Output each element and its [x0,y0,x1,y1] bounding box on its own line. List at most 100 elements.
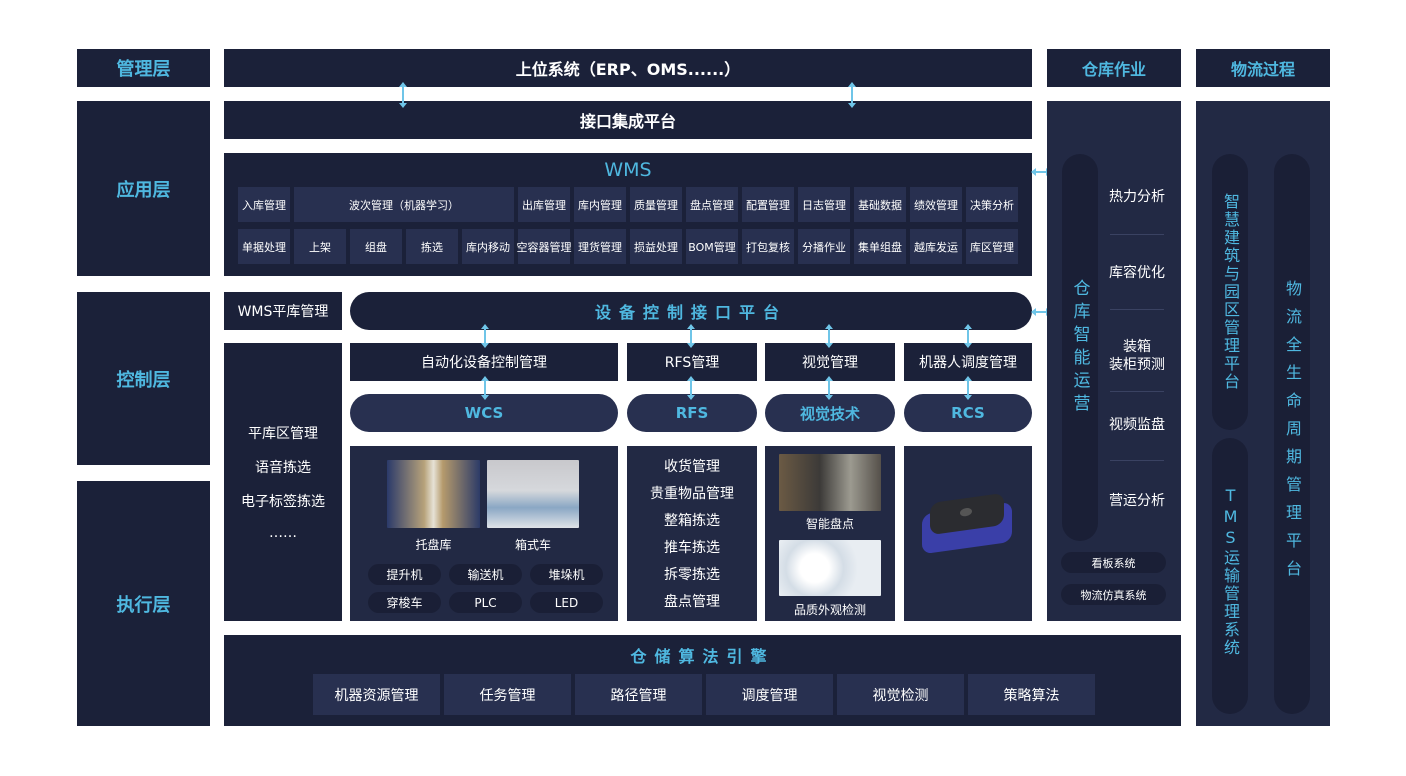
bidirectional-arrow-icon [687,324,695,348]
pallet-warehouse-label: 托盘库 [415,538,452,552]
control-header: 机器人调度管理 [904,343,1032,381]
control-pill: RFS [627,394,757,432]
device-pill: 穿梭车 [368,592,441,613]
bidirectional-arrow-icon [825,376,833,400]
bidirectional-arrow-icon [825,324,833,348]
layer-application: 应用层 [77,101,210,276]
layer-management: 管理层 [77,49,210,87]
device-pill: 提升机 [368,564,441,585]
pallet-warehouse-image [387,460,480,528]
divider [1110,391,1164,392]
lifecycle-platform: 物流全生命周期管理平台 [1274,154,1310,714]
wms-module: 配置管理 [742,187,794,222]
wms-module: 理货管理 [574,229,626,264]
divider [1110,234,1164,235]
device-pill: 堆垛机 [530,564,603,585]
divider [1110,460,1164,461]
wms-module: 损益处理 [630,229,682,264]
flat-wms-box: WMS平库管理 [224,292,342,330]
engine-item: 视觉检测 [837,674,964,715]
engine-item: 任务管理 [444,674,571,715]
bidirectional-arrow-icon [481,376,489,400]
flat-item: …… [269,525,297,541]
smart-inventory-image [779,454,881,511]
wms-module: 库区管理 [966,229,1018,264]
wms-module: 绩效管理 [910,187,962,222]
flat-item: 平库区管理 [248,426,318,442]
device-pill: LED [530,592,603,613]
interface-platform-bar: 接口集成平台 [224,101,1032,139]
wms-module: 盘点管理 [686,187,738,222]
wms-module: 库内移动 [462,229,514,264]
wms-module: 决策分析 [966,187,1018,222]
control-pill: 视觉技术 [765,394,895,432]
wms-module: 质量管理 [630,187,682,222]
wms-module: BOM管理 [686,229,738,264]
control-header: 自动化设备控制管理 [350,343,618,381]
upper-system-bar: 上位系统（ERP、OMS......） [224,49,1032,87]
rfs-item: 收货管理 [664,458,720,475]
device-pill: 输送机 [449,564,522,585]
ops-item: 营运分析 [1109,493,1165,509]
warehouse-ops-header: 仓库作业 [1047,49,1181,87]
bidirectional-arrow-icon [687,376,695,400]
device-control-platform: 设备控制接口平台 [350,292,1032,330]
wms-module: 打包复核 [742,229,794,264]
wms-module: 拣选 [406,229,458,264]
wms-module: 入库管理 [238,187,290,222]
box-vehicle-image [487,460,579,528]
rfs-item: 贵重物品管理 [650,485,734,502]
control-header: RFS管理 [627,343,757,381]
rfs-item: 盘点管理 [664,594,720,611]
smart-inventory-label: 智能盘点 [805,517,854,531]
layer-execution: 执行层 [77,481,210,726]
ops-item: 库容优化 [1109,265,1165,281]
control-pill: RCS [904,394,1032,432]
device-pill: PLC [449,592,522,613]
wms-module: 出库管理 [518,187,570,222]
ops-item: 视频监盘 [1109,417,1165,433]
engine-title: 仓储算法引擎 [630,647,775,666]
box-vehicle-label: 箱式车 [514,538,551,552]
divider [1110,309,1164,310]
ops-item: 装箱 装柜预测 [1109,339,1165,373]
bidirectional-arrow-icon [399,82,407,108]
rfs-panel: 收货管理 贵重物品管理 整箱拣选 推车拣选 拆零拣选 盘点管理 [627,446,757,621]
bidirectional-arrow-icon [964,324,972,348]
wms-module: 空容器管理 [517,229,572,264]
engine-item: 策略算法 [968,674,1095,715]
wms-module: 组盘 [350,229,402,264]
wms-module: 越库发运 [910,229,962,264]
wms-module: 基础数据 [854,187,906,222]
logistics-header: 物流过程 [1196,49,1330,87]
warehouse-intelligent-ops: 仓库智能运营 [1062,154,1098,541]
bidirectional-arrow-icon [848,82,856,108]
flat-warehouse-panel: 平库区管理 语音拣选 电子标签拣选 …… [224,343,342,621]
rfs-item: 拆零拣选 [664,567,720,584]
flat-item: 语音拣选 [255,460,311,476]
tms-system: TMS运输管理系统 [1212,438,1248,714]
wms-module: 库内管理 [574,187,626,222]
control-header: 视觉管理 [765,343,895,381]
bidirectional-arrow-icon [481,324,489,348]
layer-control: 控制层 [77,292,210,465]
wms-module: 上架 [294,229,346,264]
wms-module: 单据处理 [238,229,290,264]
ops-item: 热力分析 [1109,189,1165,205]
flat-item: 电子标签拣选 [241,494,325,510]
wms-module: 分播作业 [798,229,850,264]
wms-title: WMS [604,159,652,181]
quality-inspection-image [779,540,881,596]
rfs-item: 整箱拣选 [664,512,720,529]
engine-item: 调度管理 [706,674,833,715]
quality-inspection-label: 品质外观检测 [793,603,866,617]
bidirectional-arrow-icon [964,376,972,400]
engine-item: 路径管理 [575,674,702,715]
smart-building-platform: 智慧建筑与园区管理平台 [1212,154,1248,430]
wms-module: 集单组盘 [854,229,906,264]
wms-module: 波次管理（机器学习） [294,187,514,222]
control-pill: WCS [350,394,618,432]
kanban-system-pill: 看板系统 [1061,552,1166,573]
engine-item: 机器资源管理 [313,674,440,715]
rfs-item: 推车拣选 [664,540,720,557]
